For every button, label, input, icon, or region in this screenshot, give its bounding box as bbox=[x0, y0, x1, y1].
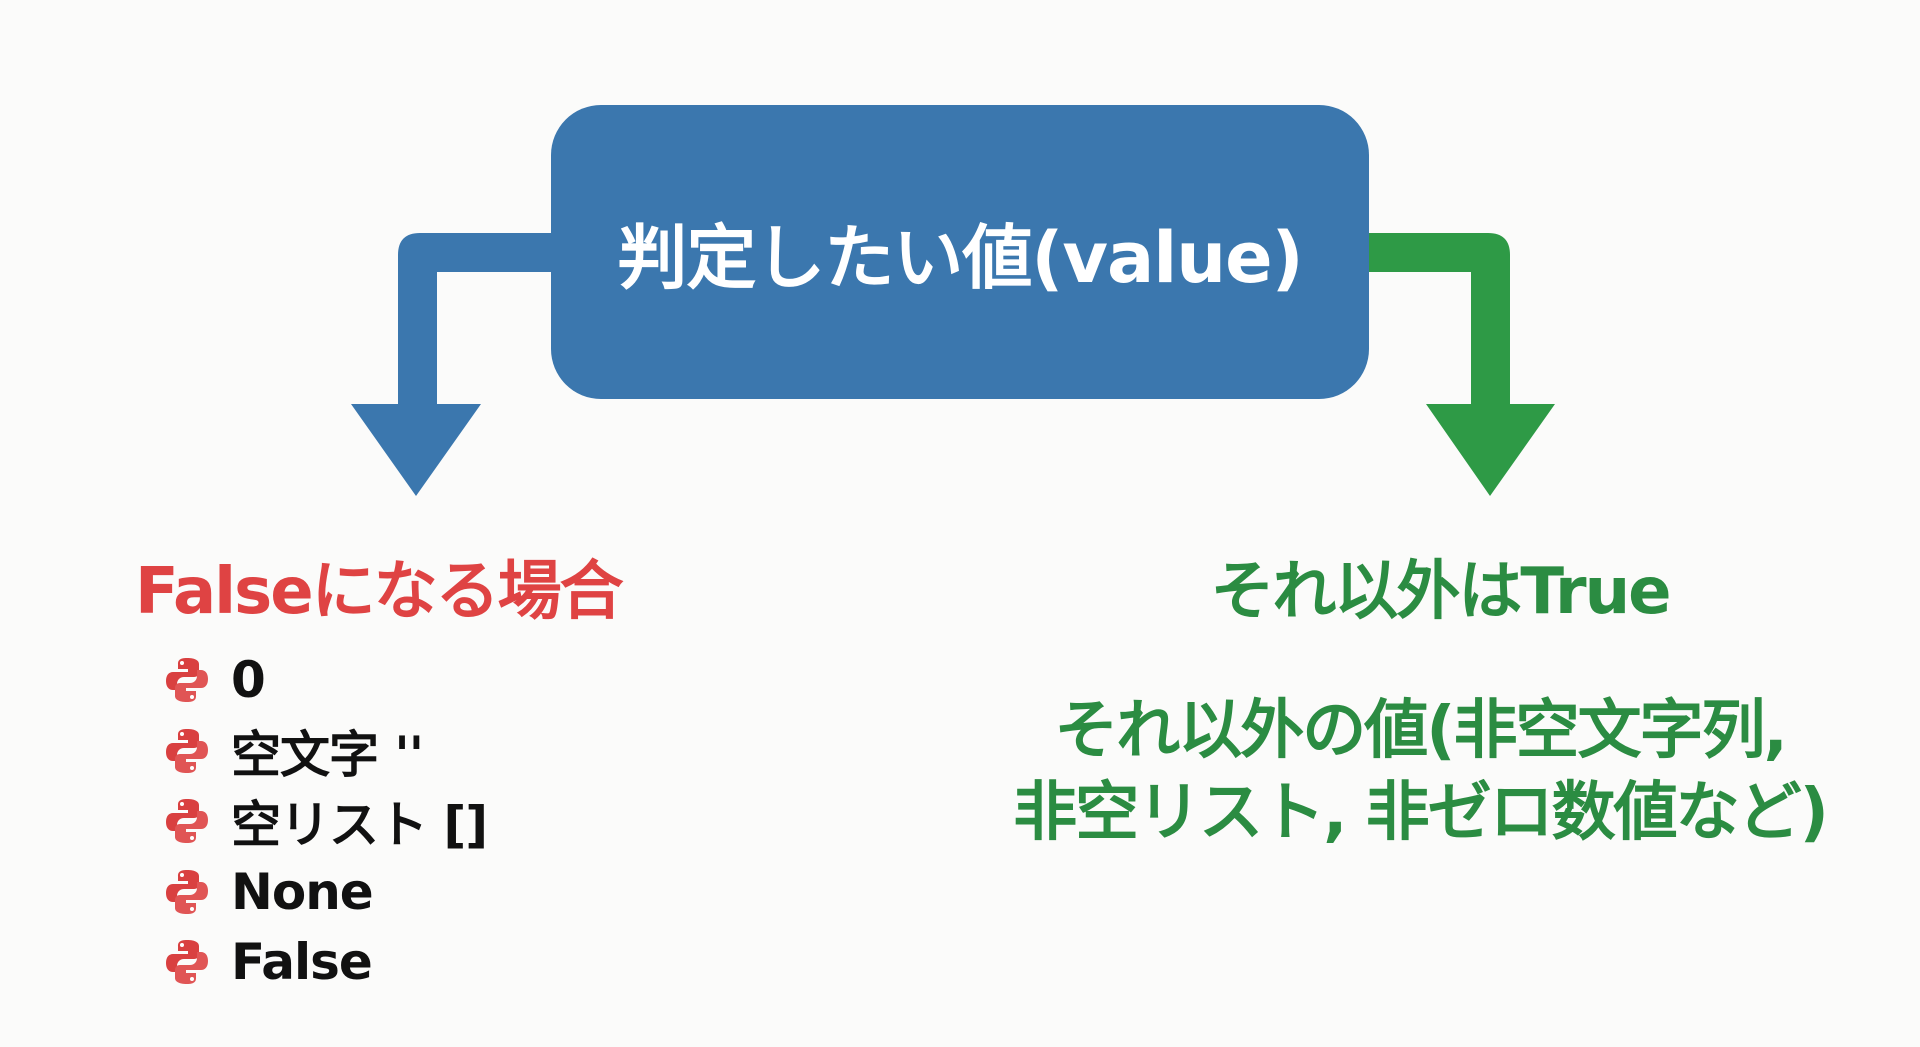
true-description-line: 非空リスト, 非ゼロ数値など) bbox=[1013, 776, 1829, 850]
python-logo-icon bbox=[166, 940, 208, 985]
false-values-list: 0 空文字 '' 空リスト [] None False bbox=[165, 645, 488, 998]
list-item-label: 空文字 '' bbox=[231, 725, 424, 784]
true-title: それ以外はTrue bbox=[1210, 555, 1671, 629]
true-description: それ以外の値(非空文字列, 非空リスト, 非ゼロ数値など) bbox=[940, 690, 1900, 854]
list-item-label: 空リスト [] bbox=[231, 796, 488, 855]
python-logo-icon bbox=[166, 799, 208, 844]
value-box: 判定したい値(value) bbox=[551, 105, 1369, 399]
list-item: 0 bbox=[165, 645, 487, 716]
false-title: Falseになる場合 bbox=[135, 555, 624, 629]
python-logo-icon bbox=[166, 658, 208, 703]
python-logo-icon bbox=[166, 869, 208, 914]
list-item: 空文字 '' bbox=[165, 716, 487, 787]
value-label: 判定したい値(value) bbox=[617, 216, 1303, 299]
list-item: False bbox=[165, 927, 487, 998]
list-item-label: None bbox=[231, 862, 374, 921]
python-logo-icon bbox=[166, 728, 208, 773]
list-item: 空リスト [] bbox=[165, 786, 488, 857]
list-item-label: 0 bbox=[231, 651, 266, 710]
list-item: None bbox=[165, 857, 487, 928]
list-item-label: False bbox=[231, 933, 373, 992]
true-description-line: それ以外の値(非空文字列, bbox=[1054, 694, 1788, 768]
